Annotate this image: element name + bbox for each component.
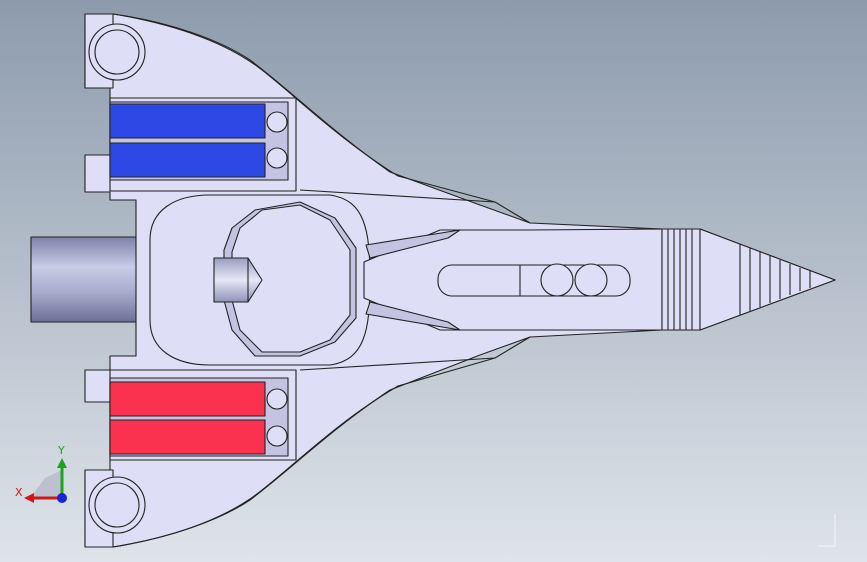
top-blue-slot-upper[interactable]: [109, 103, 266, 139]
center-pocket-rim: [231, 204, 351, 353]
wing-edge-top: [112, 13, 496, 203]
bottom-slot-pin-lower: [266, 425, 288, 447]
tip-collar-ribs: [667, 229, 693, 330]
arm-groove-top: [365, 229, 461, 259]
top-slot-pin-lower: [266, 147, 288, 169]
bottom-red-slot-lower[interactable]: [109, 419, 266, 455]
wing-bevel-bottom: [299, 336, 531, 371]
y-axis-arrow: [57, 458, 67, 468]
x-axis-arrow: [24, 493, 34, 503]
top-slot-pin-upper: [266, 111, 288, 133]
bottom-slot-pin-upper: [266, 388, 288, 410]
coordinate-triad: X Y: [15, 444, 67, 503]
arm-groove-bottom: [365, 301, 461, 331]
top-blue-slot-lower[interactable]: [109, 142, 266, 178]
corner-marker: [818, 514, 836, 547]
cone-tip-ribs: [739, 244, 811, 315]
cone-tip[interactable]: [699, 228, 836, 331]
bottom-red-slot-upper[interactable]: [109, 381, 266, 417]
center-pin[interactable]: [213, 257, 263, 303]
arm-slot-hole-2: [574, 263, 608, 297]
triad-plane: [30, 470, 62, 498]
y-axis-label: Y: [57, 444, 65, 457]
bottom-bolt-hole-inner: [94, 482, 140, 528]
part-model[interactable]: [30, 13, 836, 548]
z-axis-dot: [57, 493, 67, 503]
wing-bevel-top: [299, 189, 531, 224]
x-axis-label: X: [15, 486, 23, 499]
wing-edge-bottom: [112, 357, 496, 548]
top-bolt-hole-inner: [94, 29, 140, 75]
arm-slot-hole-1: [540, 263, 574, 297]
spindle-shaft[interactable]: [30, 236, 141, 323]
